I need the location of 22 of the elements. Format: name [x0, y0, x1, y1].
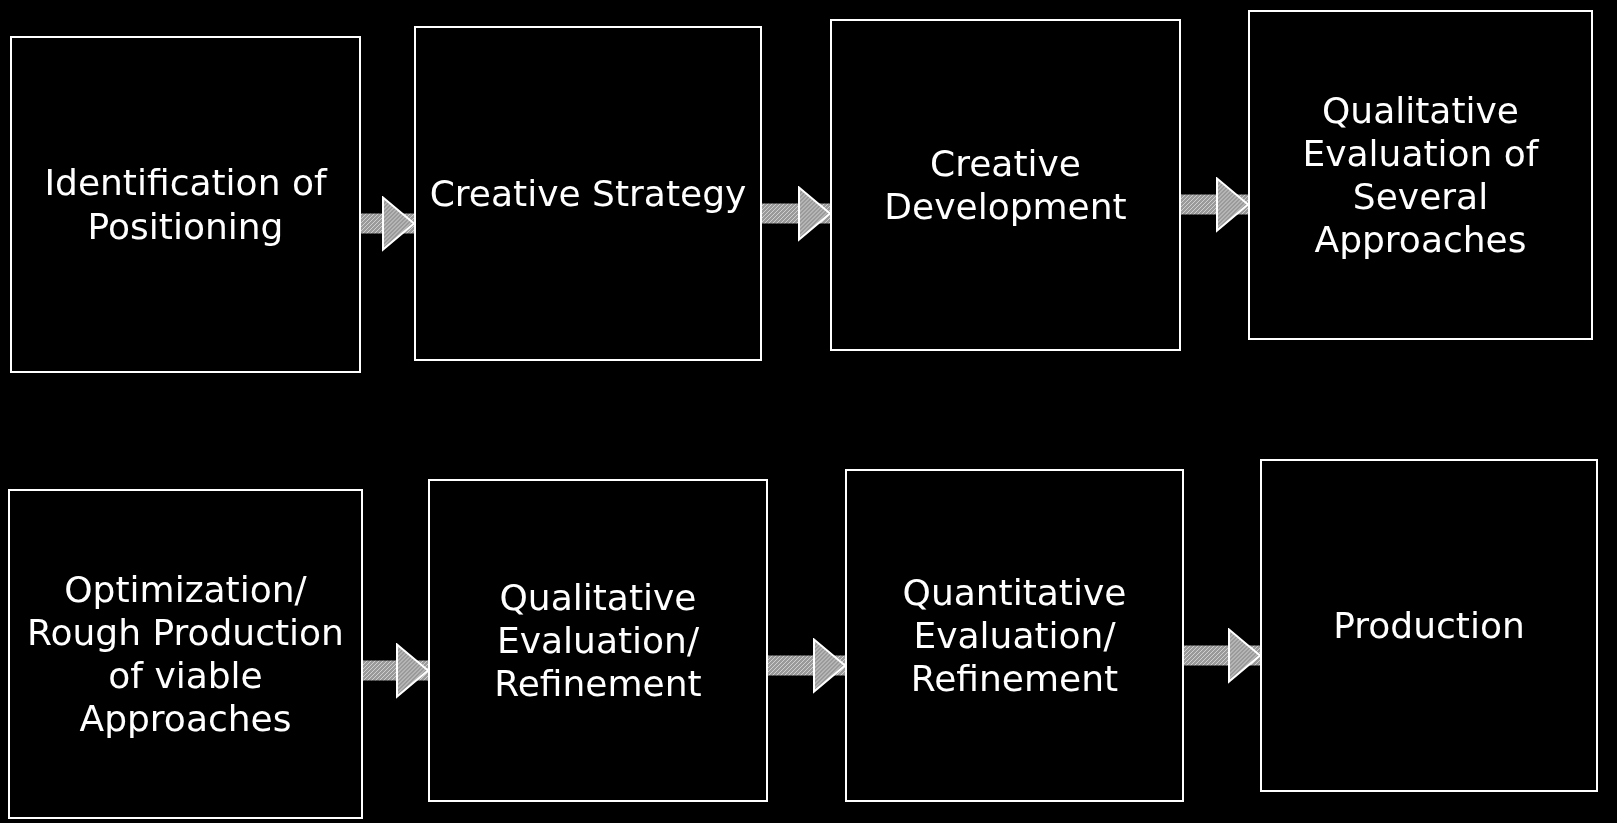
block-arrow	[1181, 177, 1249, 232]
process-box	[830, 19, 1181, 351]
step-label: Creative Strategy	[429, 171, 747, 216]
step-label: Creative Development	[883, 141, 1128, 229]
step-label: Qualitative Evaluation of Several Approaches	[1301, 88, 1540, 262]
step-label: Production	[1333, 603, 1525, 648]
process-box	[1260, 459, 1598, 792]
process-box	[8, 489, 363, 819]
process-box	[10, 36, 361, 373]
block-arrow	[363, 643, 429, 698]
step-label: Qualitative Evaluation/ Refinement	[493, 575, 703, 706]
step-label: Identification of Positioning	[43, 161, 329, 248]
process-box	[1248, 10, 1593, 340]
step-label: Quantitative Evaluation/ Refinement	[901, 570, 1128, 701]
process-box	[428, 479, 768, 802]
process-box	[845, 469, 1184, 802]
block-arrow	[762, 186, 831, 241]
step-label: Optimization/ Rough Production of viable Approaches	[26, 567, 345, 741]
block-arrow	[1184, 628, 1261, 683]
process-box	[414, 26, 762, 361]
block-arrow	[768, 638, 846, 693]
block-arrow	[361, 196, 415, 251]
